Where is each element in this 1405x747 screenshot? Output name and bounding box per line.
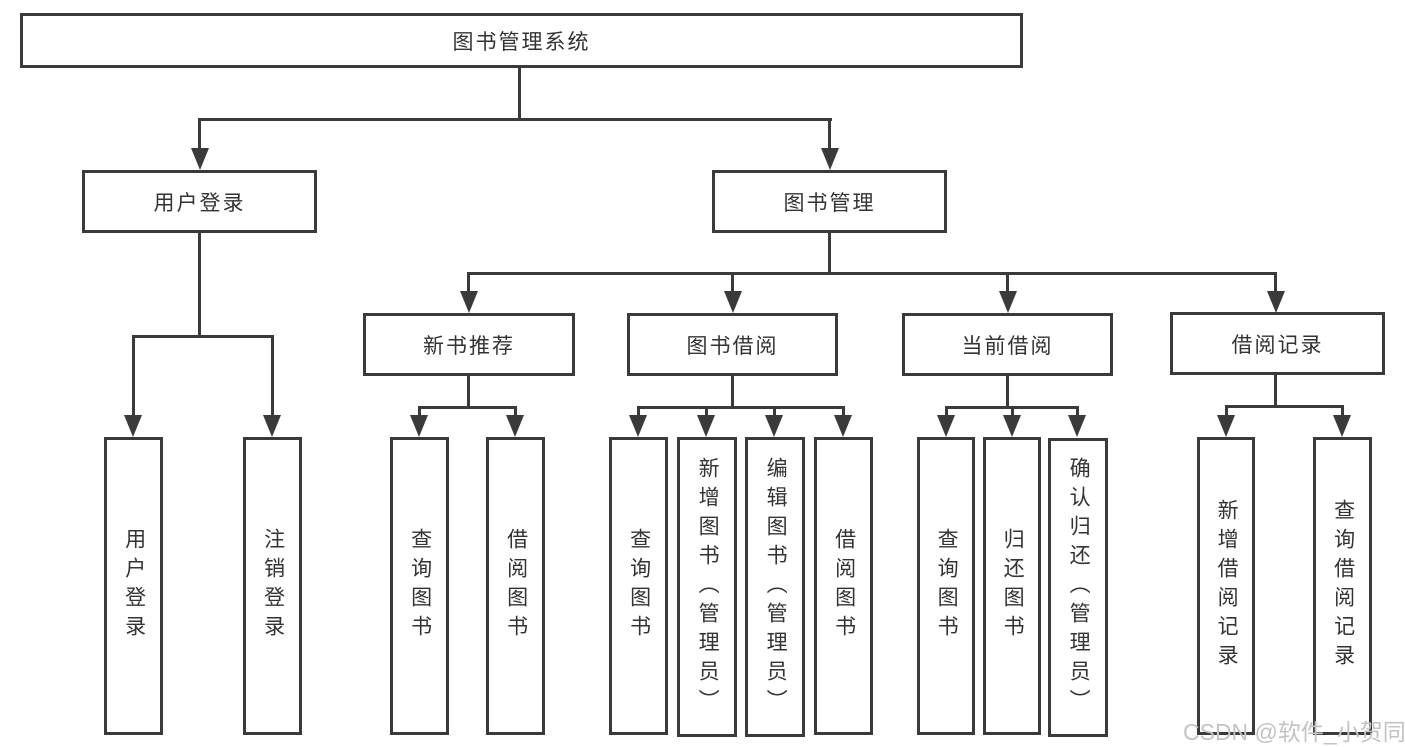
connector-user-login-stem bbox=[198, 233, 201, 335]
node-current-borrowing: 当前借阅 bbox=[902, 313, 1113, 376]
node-label: 新书推荐 bbox=[423, 334, 515, 358]
arrow-down-icon bbox=[506, 415, 524, 437]
node-label: 图书管理系统 bbox=[452, 30, 591, 54]
arrow-down-icon bbox=[697, 415, 715, 437]
leaf-records-query-record: 查询借阅记录 bbox=[1313, 437, 1372, 735]
arrow-down-icon bbox=[629, 415, 647, 437]
arrow-down-icon bbox=[124, 415, 142, 437]
csdn-watermark: CSDN @软件_小贺同学 bbox=[1183, 719, 1405, 745]
arrow-down-icon bbox=[191, 148, 209, 170]
connector-drop bbox=[1076, 406, 1079, 418]
node-label: 当前借阅 bbox=[961, 334, 1054, 358]
arrow-down-icon bbox=[1333, 415, 1351, 437]
leaf-borrow-add-books-admin: 新增图书（管理员） bbox=[677, 437, 737, 737]
leaf-borrow-edit-books-admin: 编辑图书（管理员） bbox=[745, 437, 805, 737]
connector-drop bbox=[828, 118, 831, 150]
connector-book-borrow-rail bbox=[637, 406, 845, 409]
arrow-down-icon bbox=[999, 291, 1017, 313]
node-label: 用户登录 bbox=[153, 191, 246, 215]
connector-user-login-rail bbox=[132, 335, 274, 338]
connector-drop bbox=[514, 406, 517, 418]
leaf-records-add-record: 新增借阅记录 bbox=[1197, 437, 1255, 735]
connector-drop bbox=[945, 406, 948, 418]
arrow-down-icon bbox=[834, 415, 852, 437]
leaf-label: 查询图书 bbox=[935, 528, 959, 644]
connector-drop bbox=[418, 406, 421, 418]
leaf-borrow-query-books: 查询图书 bbox=[609, 437, 668, 735]
connector-drop bbox=[271, 335, 274, 417]
connector-drop bbox=[1006, 272, 1009, 293]
arrow-down-icon bbox=[460, 291, 478, 313]
leaf-current-return-books: 归还图书 bbox=[983, 437, 1041, 735]
node-book-management: 图书管理 bbox=[712, 170, 947, 233]
connector-borrow-records-rail bbox=[1225, 405, 1344, 408]
connector-book-borrow-stem bbox=[731, 376, 734, 407]
node-library-system: 图书管理系统 bbox=[20, 13, 1023, 68]
leaf-label: 归还图书 bbox=[1001, 528, 1025, 644]
leaf-label: 确认归还（管理员） bbox=[1067, 457, 1091, 718]
leaf-label: 查询图书 bbox=[408, 528, 432, 644]
leaf-current-confirm-return-admin: 确认归还（管理员） bbox=[1048, 438, 1108, 737]
connector-drop bbox=[842, 406, 845, 418]
arrow-down-icon bbox=[724, 291, 742, 313]
leaf-current-query-books: 查询图书 bbox=[917, 437, 975, 735]
connector-drop bbox=[773, 406, 776, 418]
connector-drop bbox=[1011, 406, 1014, 418]
connector-drop bbox=[637, 406, 640, 418]
node-new-book-recommend: 新书推荐 bbox=[363, 313, 575, 376]
node-label: 图书管理 bbox=[783, 191, 876, 215]
arrow-down-icon bbox=[1217, 415, 1235, 437]
connector-drop bbox=[198, 118, 201, 150]
node-label: 借阅记录 bbox=[1231, 333, 1324, 357]
arrow-down-icon bbox=[821, 148, 839, 170]
arrow-down-icon bbox=[1068, 415, 1086, 437]
connector-borrow-records-stem bbox=[1274, 375, 1277, 406]
leaf-newbook-borrow-books: 借阅图书 bbox=[486, 437, 545, 735]
arrow-down-icon bbox=[1003, 415, 1021, 437]
connector-drop bbox=[705, 406, 708, 418]
leaf-label: 查询借阅记录 bbox=[1331, 499, 1355, 673]
leaf-label: 查询图书 bbox=[627, 528, 651, 644]
connector-new-books-rail bbox=[418, 406, 517, 409]
leaf-label: 新增借阅记录 bbox=[1215, 499, 1239, 673]
leaf-label: 用户登录 bbox=[122, 528, 146, 644]
node-label: 图书借阅 bbox=[686, 334, 779, 358]
connector-root-rail bbox=[198, 118, 832, 121]
connector-new-books-stem bbox=[467, 376, 470, 407]
leaf-label: 注销登录 bbox=[261, 528, 285, 644]
connector-root-stem bbox=[518, 68, 521, 118]
node-book-borrowing: 图书借阅 bbox=[627, 313, 838, 376]
connector-drop bbox=[731, 272, 734, 293]
arrow-down-icon bbox=[410, 415, 428, 437]
leaf-user-login: 用户登录 bbox=[104, 437, 163, 735]
connector-drop bbox=[1274, 272, 1277, 293]
arrow-down-icon bbox=[1267, 291, 1285, 313]
leaf-label: 借阅图书 bbox=[504, 528, 528, 644]
leaf-logout: 注销登录 bbox=[243, 437, 302, 735]
arrow-down-icon bbox=[937, 415, 955, 437]
leaf-label: 新增图书（管理员） bbox=[696, 456, 720, 718]
arrow-down-icon bbox=[263, 415, 281, 437]
connector-drop bbox=[132, 335, 135, 417]
leaf-newbook-query-books: 查询图书 bbox=[390, 437, 449, 735]
connector-book-mgmt-stem bbox=[828, 233, 831, 273]
node-user-login: 用户登录 bbox=[82, 170, 317, 233]
arrow-down-icon bbox=[765, 415, 783, 437]
leaf-label: 编辑图书（管理员） bbox=[764, 456, 788, 718]
connector-current-borrow-stem bbox=[1006, 376, 1009, 407]
leaf-borrow-borrow-books: 借阅图书 bbox=[814, 437, 873, 735]
node-borrowing-records: 借阅记录 bbox=[1170, 312, 1385, 375]
connector-drop bbox=[1225, 405, 1228, 418]
connector-book-mgmt-rail bbox=[467, 272, 1277, 275]
leaf-label: 借阅图书 bbox=[832, 528, 856, 644]
connector-drop bbox=[1341, 405, 1344, 418]
connector-drop bbox=[467, 272, 470, 293]
